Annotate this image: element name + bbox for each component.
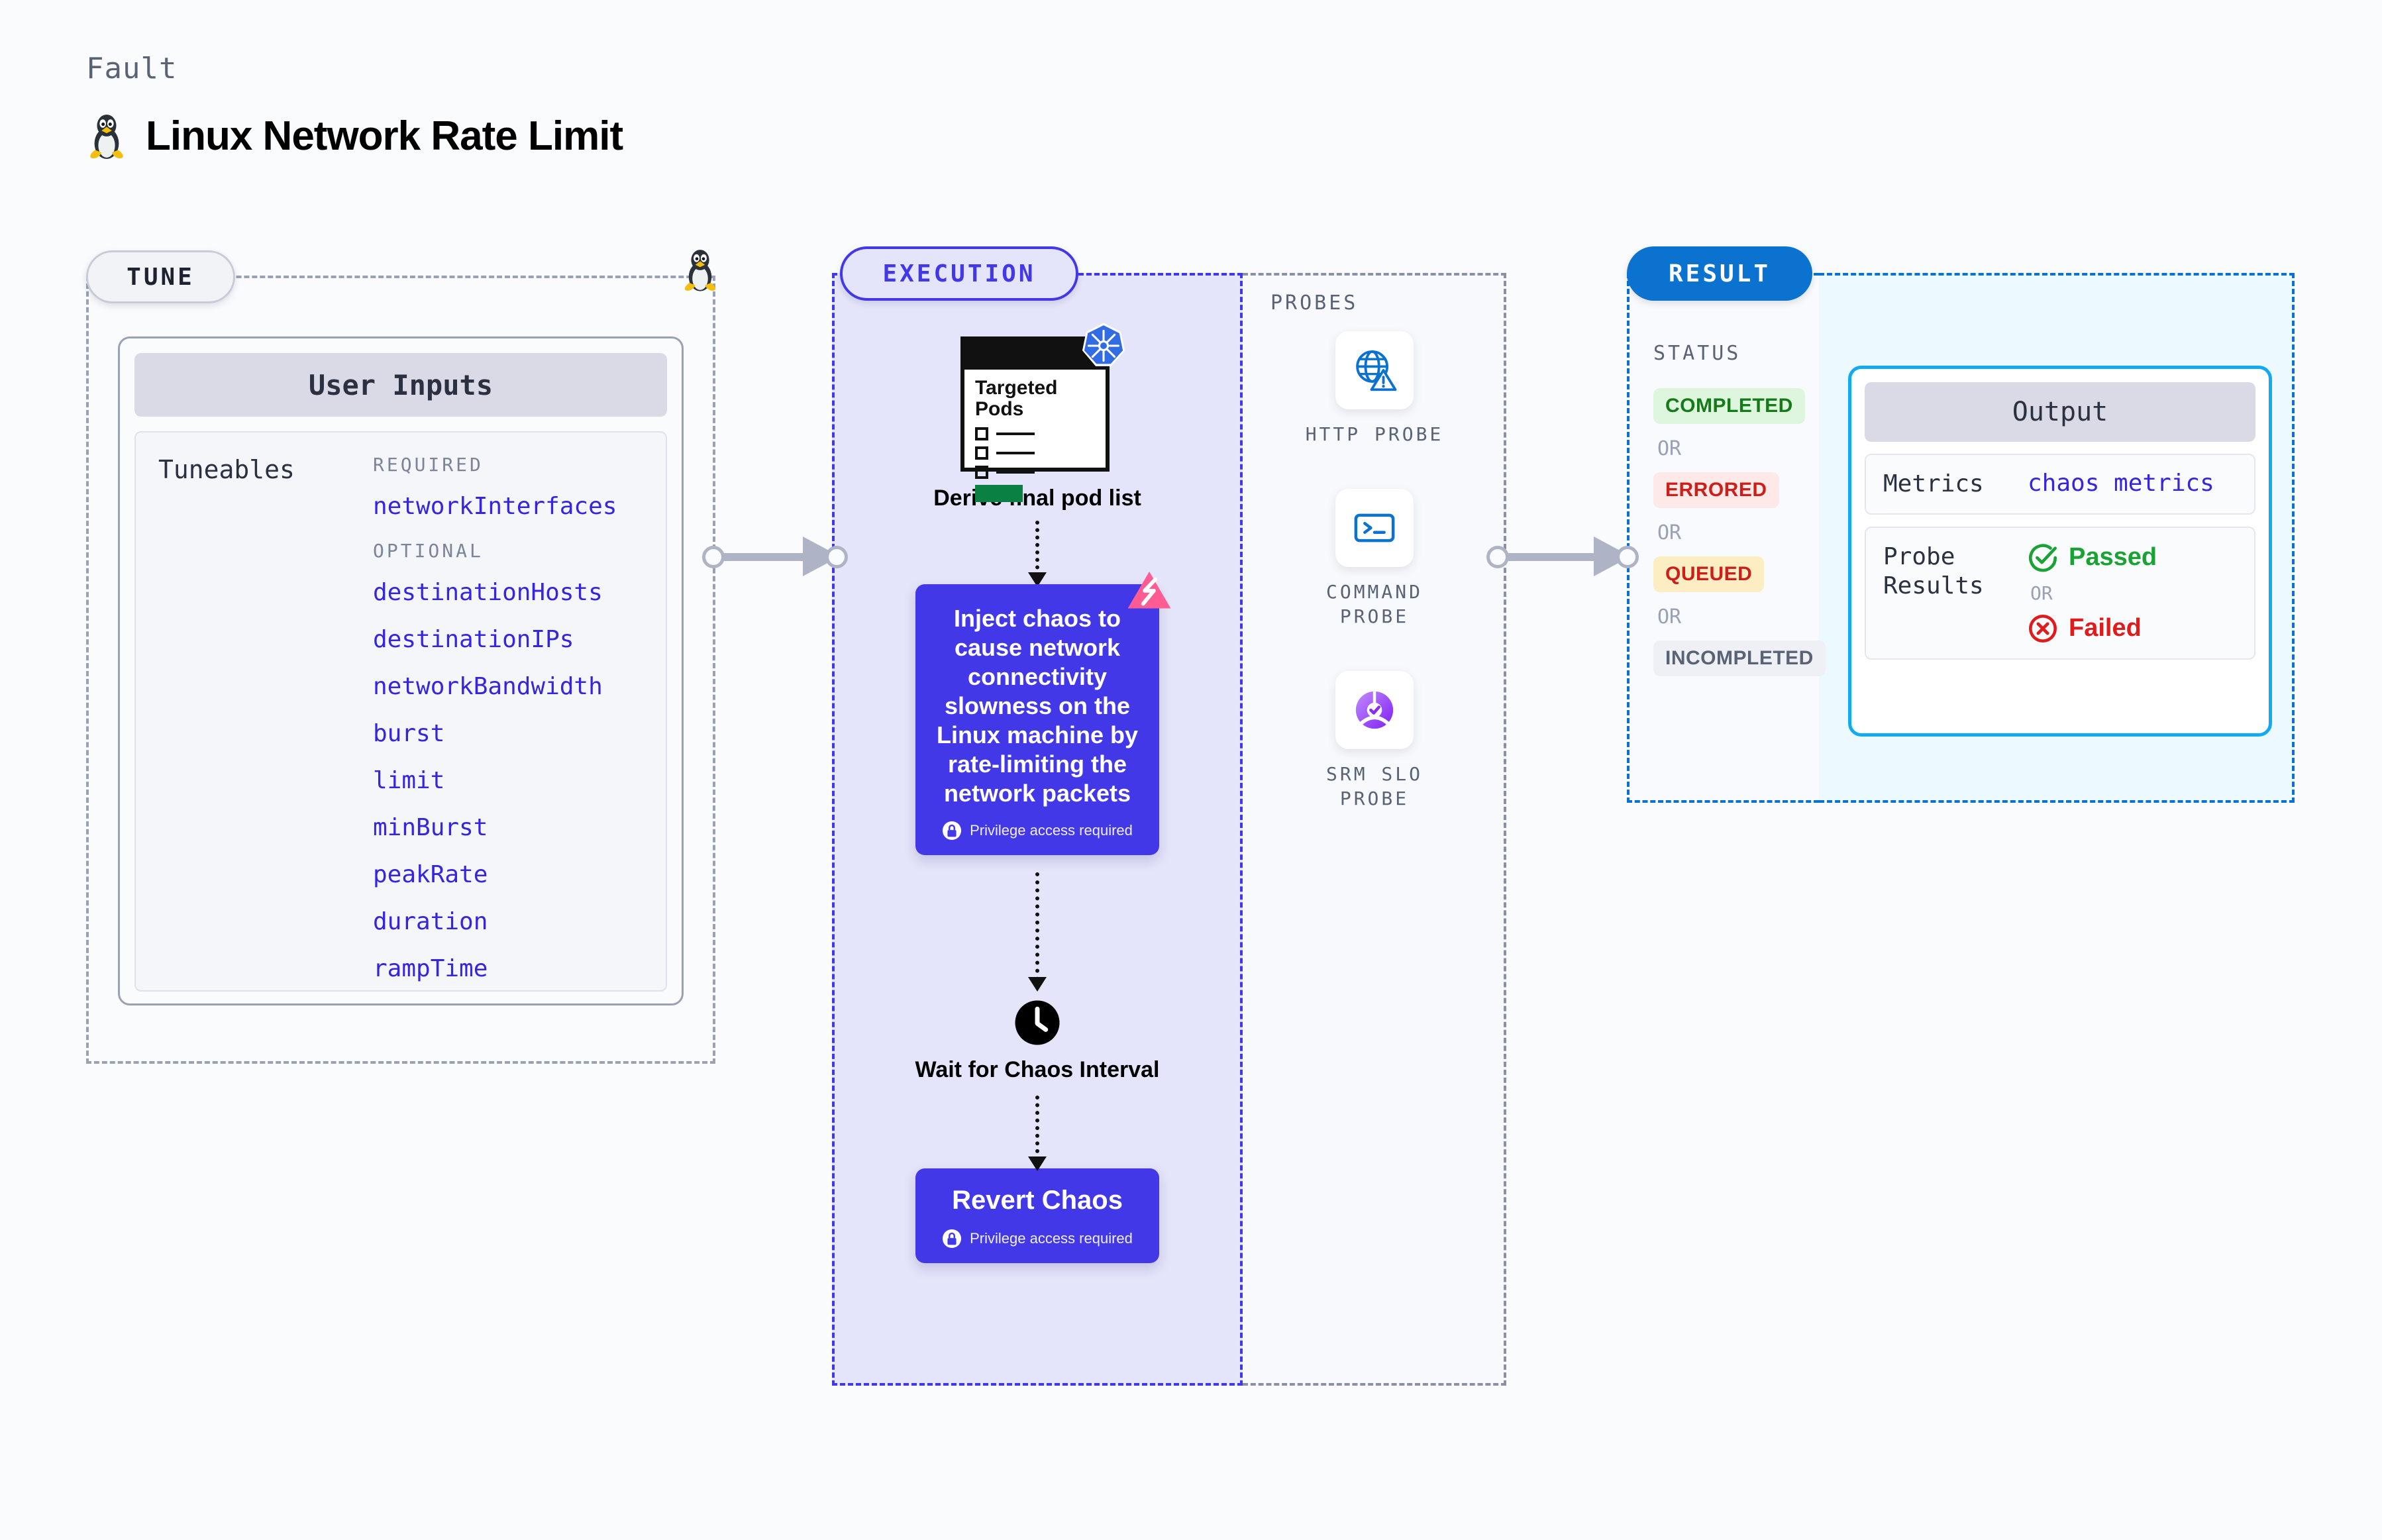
optional-group-label: OPTIONAL	[373, 540, 484, 562]
check-circle-icon	[2029, 544, 2057, 572]
metrics-value[interactable]: chaos metrics	[2028, 470, 2214, 497]
probe-result-passed: Passed	[2028, 542, 2157, 573]
tuneable-limit[interactable]: limit	[373, 767, 445, 794]
tuneable-destinationips[interactable]: destinationIPs	[373, 626, 574, 653]
user-inputs-title: User Inputs	[134, 353, 667, 417]
fault-kicker: Fault	[86, 52, 178, 85]
status-or: OR	[1657, 605, 1682, 629]
derive-pod-list-caption: Derive final pod list	[933, 486, 1141, 511]
tuneable-destinationhosts[interactable]: destinationHosts	[373, 579, 603, 606]
probe-results-key: Probe Results	[1883, 542, 1984, 599]
execution-flow: Targeted Pods	[832, 323, 1243, 1263]
probe-results-row: Probe Results Passed OR Failed	[1865, 526, 2255, 660]
output-card: Output Metrics chaos metrics Probe Resul…	[1848, 366, 2272, 737]
probes-region	[1243, 273, 1506, 1386]
pod-list-item	[975, 446, 1095, 460]
probe-http[interactable]: HTTP PROBE	[1306, 331, 1444, 446]
tune-tag: TUNE	[86, 250, 235, 303]
pod-status-bar	[975, 485, 1023, 502]
probe-command-label: COMMAND PROBE	[1325, 581, 1423, 627]
lock-icon	[943, 1229, 962, 1248]
probes-label: PROBES	[1270, 291, 1359, 315]
privilege-note-row: Privilege access required	[933, 821, 1142, 841]
tuneable-duration[interactable]: duration	[373, 908, 488, 935]
tuneables-body: Tuneables REQUIRED networkInterfaces OPT…	[134, 431, 667, 992]
lock-icon	[943, 821, 962, 841]
litmus-chaos-icon	[1127, 572, 1171, 609]
probe-srm-slo-label: SRM SLO PROBE	[1325, 763, 1423, 809]
tune-region	[86, 276, 715, 1064]
flow-arrow	[1028, 872, 1047, 992]
flow-arrow	[1028, 1095, 1047, 1171]
pod-list-item	[975, 466, 1095, 479]
inject-chaos-card[interactable]: Inject chaos to cause network connectivi…	[915, 572, 1171, 856]
output-title: Output	[1865, 382, 2255, 442]
metrics-row: Metrics chaos metrics	[1865, 454, 2255, 515]
revert-chaos-card[interactable]: Revert Chaos Privilege access required	[915, 1168, 1159, 1263]
tuneable-burst[interactable]: burst	[373, 720, 445, 747]
status-badge-queued: QUEUED	[1653, 556, 1765, 592]
probes-list: HTTP PROBE COMMAND PROBE	[1243, 331, 1506, 811]
flow-arrow	[1028, 521, 1047, 588]
linux-node-icon	[684, 250, 716, 291]
x-circle-icon	[2029, 614, 2057, 642]
globe-warning-icon	[1356, 350, 1397, 391]
targeted-pods-card: Targeted Pods	[960, 323, 1125, 502]
connector-execution-to-result	[1486, 537, 1639, 576]
probe-srm-slo[interactable]: SRM SLO PROBE	[1326, 671, 1423, 811]
result-tag: RESULT	[1627, 246, 1812, 301]
probe-failed-label: Failed	[2069, 614, 2142, 642]
probe-http-label: HTTP PROBE	[1305, 423, 1444, 445]
required-group-label: REQUIRED	[373, 454, 484, 476]
privilege-note-text: Privilege access required	[970, 822, 1133, 839]
kubernetes-icon	[1082, 323, 1125, 366]
wait-interval-caption: Wait for Chaos Interval	[915, 1057, 1160, 1083]
probe-results-values: Passed OR Failed	[2028, 542, 2157, 644]
status-or: OR	[1657, 521, 1682, 544]
status-label: STATUS	[1653, 342, 1741, 365]
probe-command[interactable]: COMMAND PROBE	[1326, 489, 1423, 629]
status-badge-incompleted: INCOMPLETED	[1653, 641, 1826, 676]
privilege-note-text: Privilege access required	[970, 1229, 1133, 1247]
tuneable-peakrate[interactable]: peakRate	[373, 861, 488, 888]
pod-list-item	[975, 427, 1095, 440]
page-title: Linux Network Rate Limit	[146, 113, 623, 159]
tuneables-label: Tuneables	[158, 455, 295, 484]
slo-gauge-icon	[1355, 692, 1394, 729]
clock-icon	[1015, 1000, 1060, 1045]
connector-tune-to-execution	[702, 537, 848, 576]
probe-result-failed: Failed	[2028, 613, 2157, 644]
inject-chaos-text: Inject chaos to cause network connectivi…	[936, 605, 1139, 807]
linux-tux-icon	[90, 115, 123, 159]
probe-result-or: OR	[2030, 582, 2053, 604]
tuneable-networkbandwidth[interactable]: networkBandwidth	[373, 673, 603, 700]
tuneable-ramptime[interactable]: rampTime	[373, 955, 488, 982]
metrics-key: Metrics	[1883, 470, 1984, 497]
status-badge-completed: COMPLETED	[1653, 388, 1805, 424]
status-or: OR	[1657, 437, 1682, 460]
tuneable-minburst[interactable]: minBurst	[373, 814, 488, 841]
revert-chaos-title: Revert Chaos	[952, 1185, 1123, 1215]
user-inputs-card: User Inputs Tuneables REQUIRED networkIn…	[118, 336, 684, 1005]
privilege-note-row: Privilege access required	[929, 1229, 1146, 1249]
tuneable-networkinterfaces[interactable]: networkInterfaces	[373, 493, 617, 520]
execution-tag: EXECUTION	[840, 246, 1078, 301]
status-list: COMPLETED OR ERRORED OR QUEUED OR INCOMP…	[1653, 388, 1826, 676]
terminal-icon	[1354, 514, 1395, 542]
tuneables-list: REQUIRED networkInterfaces OPTIONAL dest…	[373, 451, 643, 982]
targeted-pods-title: Targeted Pods	[975, 377, 1058, 420]
page-title-row: Linux Network Rate Limit	[86, 111, 623, 160]
status-badge-errored: ERRORED	[1653, 472, 1779, 508]
probe-passed-label: Passed	[2069, 543, 2157, 572]
